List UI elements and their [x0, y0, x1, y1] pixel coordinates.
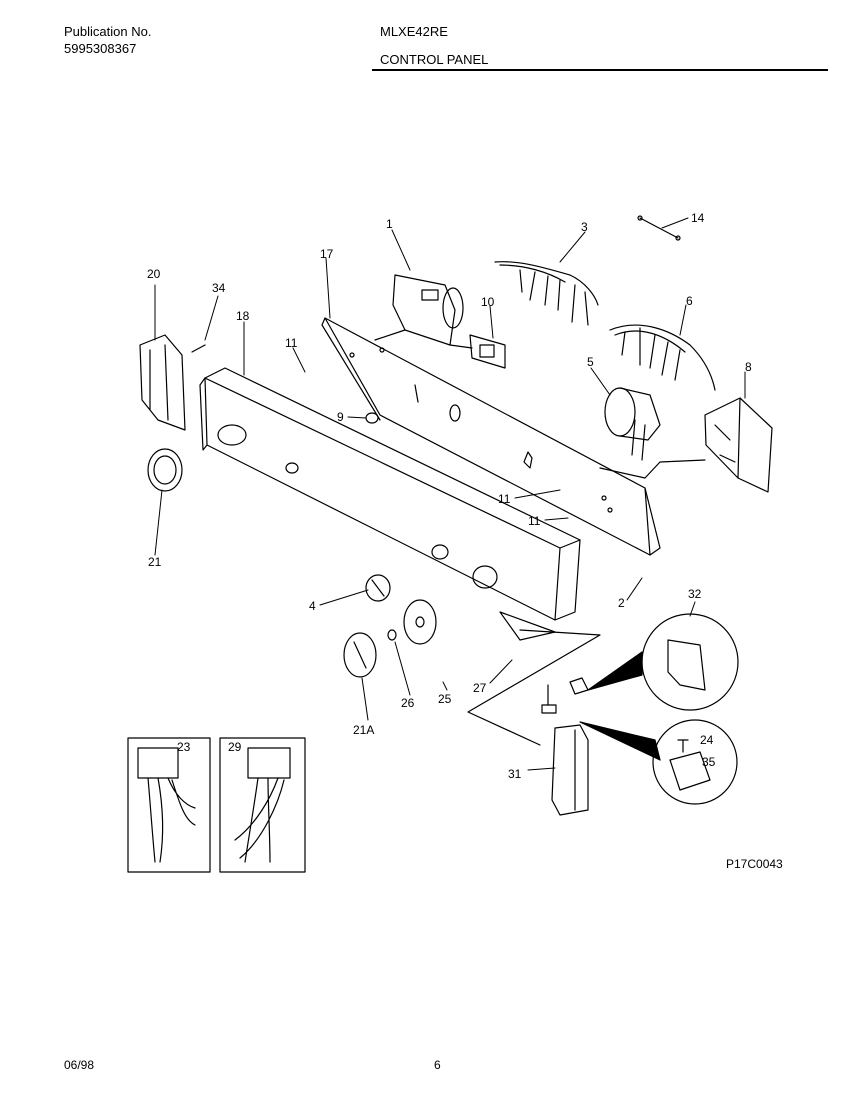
selector-switch: [604, 387, 661, 461]
callout-14: 14: [691, 211, 705, 225]
callout-35: 35: [702, 755, 716, 769]
footer-date: 06/98: [64, 1058, 95, 1072]
end-cap-20: [139, 334, 186, 431]
callout-29: 29: [228, 740, 242, 754]
section-title: CONTROL PANEL: [380, 52, 489, 67]
control-board: [599, 397, 773, 493]
harness-29-box: [219, 737, 306, 873]
wire-harness-3: [494, 261, 599, 326]
dial-25: [403, 599, 437, 645]
callout-5: 5: [587, 355, 594, 369]
jumper-wire-14: [637, 215, 681, 241]
callout-24: 24: [700, 733, 714, 747]
callout-4: 4: [309, 599, 316, 613]
callout-11-lower: 11: [528, 514, 541, 528]
callout-25: 25: [438, 692, 452, 706]
callout-32: 32: [688, 587, 702, 601]
fastener-detail: [579, 719, 738, 805]
callout-18: 18: [236, 309, 250, 323]
model-number: MLXE42RE: [380, 24, 448, 39]
rear-bracket-panel: [321, 317, 661, 556]
callout-9: 9: [337, 410, 344, 424]
callout-21a: 21A: [353, 723, 374, 737]
washer-26: [387, 629, 397, 641]
console-panel: [199, 367, 581, 641]
wire-harness-6: [609, 324, 716, 391]
knob-21a: [343, 632, 377, 678]
header-rule: [372, 69, 828, 71]
footer-page-number: 6: [434, 1058, 441, 1072]
callout-8: 8: [745, 360, 752, 374]
callout-2: 2: [618, 596, 625, 610]
callout-34: 34: [212, 281, 226, 295]
callout-26: 26: [401, 696, 415, 710]
figure-code: P17C0043: [726, 857, 783, 871]
knob-21: [147, 448, 183, 492]
switch: [449, 334, 506, 369]
knob-9: [365, 412, 379, 424]
callout-17: 17: [320, 247, 334, 261]
publication-label: Publication No.: [64, 24, 152, 39]
callout-leaders: [154, 217, 746, 771]
callout-6: 6: [686, 294, 693, 308]
callout-10: 10: [481, 295, 495, 309]
callout-11-left: 11: [285, 336, 298, 350]
harness-23-box: [127, 737, 211, 873]
callout-1: 1: [386, 217, 393, 231]
callout-20: 20: [147, 267, 161, 281]
callout-3: 3: [581, 220, 588, 234]
screw-34: [191, 344, 206, 353]
callout-27: 27: [473, 681, 487, 695]
bracket-31: [541, 684, 589, 816]
timer-assembly: [374, 274, 464, 346]
callout-21: 21: [148, 555, 162, 569]
clip-32-detail: [569, 613, 739, 711]
knob-4: [365, 574, 391, 602]
callout-31: 31: [508, 767, 522, 781]
publication-number: 5995308367: [64, 41, 137, 56]
callout-labels: 1 2 3 4 5 6 8 9 10 11 11 11 14 17 18 20 …: [147, 211, 752, 781]
callout-11-mid: 11: [498, 492, 511, 506]
callout-23: 23: [177, 740, 191, 754]
